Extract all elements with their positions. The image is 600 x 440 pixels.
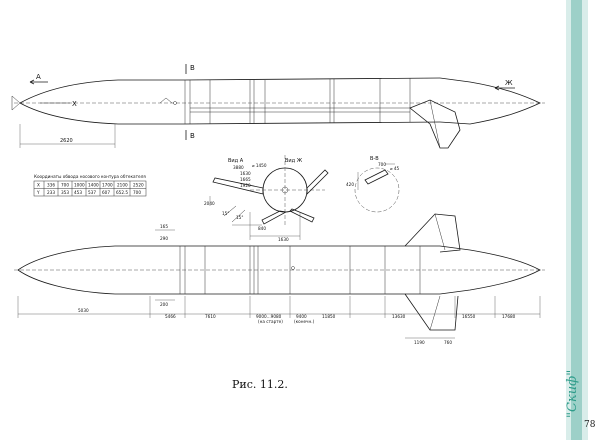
- dim-290: 290: [160, 236, 168, 241]
- table-cell: 336: [47, 183, 55, 188]
- dim-165: 165: [160, 224, 168, 229]
- dim-9400-sub: (конечн.): [294, 319, 315, 324]
- section-bb-label: В-В: [370, 156, 379, 162]
- table-cell: 700: [61, 183, 69, 188]
- table-cell: 700: [133, 190, 141, 195]
- dim-3880: 3880: [233, 165, 244, 170]
- mark-zh: Ж: [505, 79, 513, 87]
- dim-5030: 5030: [78, 308, 89, 313]
- dim-1190: 1190: [414, 340, 425, 345]
- table-cell: 1700: [102, 183, 113, 188]
- mark-b-bottom: В: [190, 132, 195, 140]
- view-a-zh: [209, 155, 329, 240]
- side-title-text: "Скиф": [565, 370, 580, 418]
- dim-700-top: 700: [378, 162, 386, 167]
- dim-13630: 13630: [392, 314, 406, 319]
- dim-2040: 2040: [204, 201, 215, 206]
- angle-1: 15°: [222, 211, 229, 216]
- table-cell: 1000: [74, 183, 85, 188]
- dim-9000-9080: 9000...9080: [256, 314, 282, 319]
- accent-sidebar-inner: [571, 0, 582, 440]
- mark-a: A: [36, 73, 41, 81]
- rocket-side-view-top: [11, 64, 545, 149]
- dim-840: 840: [258, 226, 266, 231]
- table-cell: 1400: [88, 183, 99, 188]
- table-title: Координаты обвода носового контура обтек…: [34, 174, 146, 179]
- side-title: "Скиф": [565, 370, 580, 418]
- mark-b-top: В: [190, 64, 195, 72]
- coordinates-table: Координаты обвода носового контура обтек…: [33, 174, 146, 197]
- dim-9400: 9400: [296, 314, 307, 319]
- table-cell: 2520: [133, 183, 144, 188]
- dim-200: 200: [160, 302, 168, 307]
- table-cell: 233: [47, 190, 55, 195]
- dim-1630b: 1630: [278, 237, 289, 242]
- dim-nose-length: 2620: [60, 138, 73, 144]
- dim-1665: 1665: [240, 177, 251, 182]
- dim-1920: 1920: [240, 183, 251, 188]
- table-cell: 537: [88, 190, 96, 195]
- view-a-label: Вид А: [228, 158, 244, 164]
- mark-x: X: [72, 100, 77, 108]
- dim-760: 760: [444, 340, 452, 345]
- dim-5466: 5466: [165, 314, 176, 319]
- angle-2: 15°: [236, 215, 243, 220]
- dim-16550: 16550: [462, 314, 476, 319]
- dim-9000-sub: (на старте): [258, 319, 283, 324]
- table-cell: 2100: [117, 183, 128, 188]
- table-cell: 353: [61, 190, 69, 195]
- dim-17680: 17680: [502, 314, 516, 319]
- page-number: 78: [584, 420, 596, 430]
- dim-420: 420: [346, 182, 354, 187]
- dim-d1450: ⌀ 1450: [252, 163, 267, 168]
- section-b-b: [354, 163, 400, 213]
- dim-11850: 11850: [322, 314, 336, 319]
- table-cell: 652.5: [116, 190, 128, 195]
- dim-7610: 7610: [205, 314, 216, 319]
- figure-caption: Рис. 11.2.: [232, 378, 288, 391]
- table-cell: 453: [74, 190, 82, 195]
- table-cell: X: [37, 183, 40, 188]
- dim-d45: ⌀ 45: [390, 166, 400, 171]
- table-cell: Y: [36, 190, 40, 195]
- accent-sidebar: [566, 0, 588, 440]
- table-cell: 607: [102, 190, 110, 195]
- dim-1630a: 1630: [240, 171, 251, 176]
- rocket-side-view-bottom: [14, 213, 545, 339]
- view-zh-label: Вид Ж: [285, 158, 303, 164]
